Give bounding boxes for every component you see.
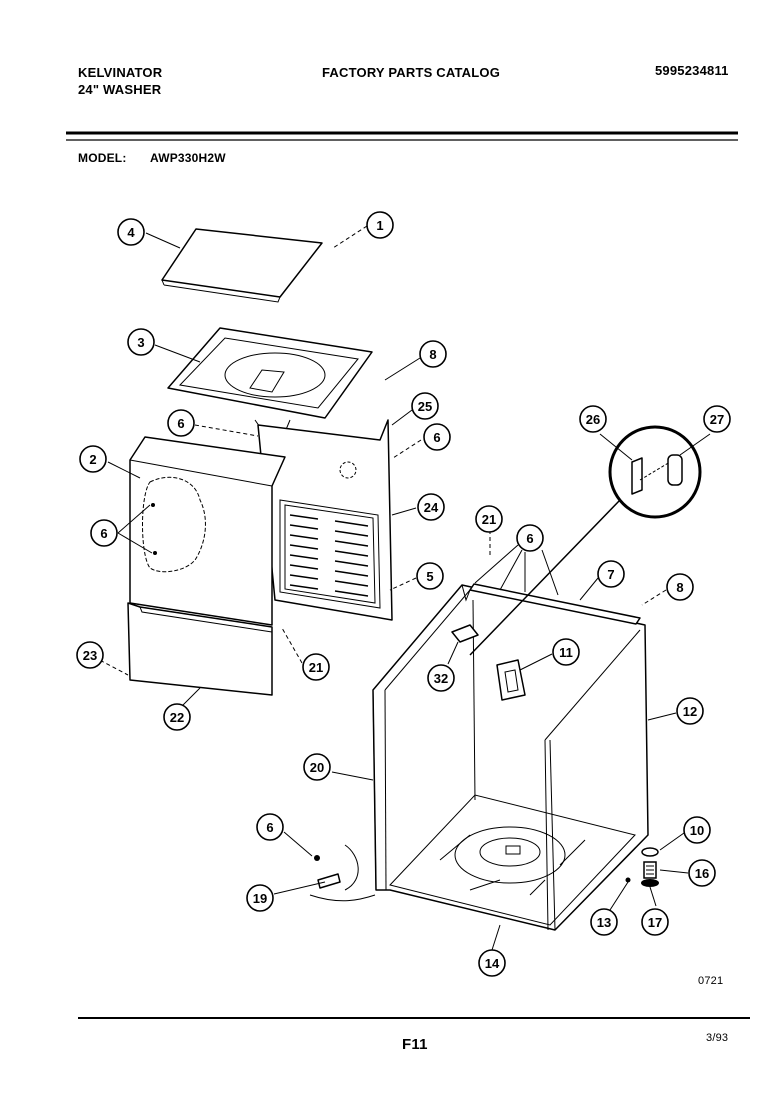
svg-text:8: 8	[429, 347, 436, 362]
callout-22: 22	[163, 703, 191, 731]
svg-text:7: 7	[607, 567, 614, 582]
lower-front-panel-part	[127, 602, 273, 696]
svg-text:25: 25	[418, 399, 432, 414]
callout-5: 5	[416, 562, 444, 590]
callout-7: 7	[597, 560, 625, 588]
svg-text:6: 6	[100, 526, 107, 541]
callout-6-e: 6	[256, 813, 284, 841]
top-rail-part	[469, 583, 641, 625]
page-code: F11	[402, 1036, 428, 1053]
svg-text:16: 16	[695, 866, 709, 881]
callout-6-a: 6	[167, 409, 195, 437]
block-part	[451, 624, 479, 643]
svg-text:11: 11	[559, 645, 573, 660]
svg-text:13: 13	[597, 915, 611, 930]
detail-inset	[469, 425, 702, 656]
svg-text:2: 2	[89, 452, 96, 467]
callout-23: 23	[76, 641, 104, 669]
cabinet-part	[372, 584, 649, 931]
model-number: AWP330H2W	[150, 151, 226, 165]
svg-text:4: 4	[127, 225, 135, 240]
callout-21-b: 21	[475, 505, 503, 533]
top-lid-part	[161, 228, 323, 303]
product-name: 24" WASHER	[78, 82, 162, 97]
svg-text:3: 3	[137, 335, 144, 350]
callout-3: 3	[127, 328, 155, 356]
svg-text:21: 21	[309, 660, 323, 675]
catalog-title: FACTORY PARTS CATALOG	[322, 65, 501, 80]
revision-date: 3/93	[706, 1032, 729, 1044]
svg-text:20: 20	[310, 760, 324, 775]
svg-text:5: 5	[426, 569, 433, 584]
brand-name: KELVINATOR	[78, 65, 163, 80]
front-panel-part	[129, 436, 286, 626]
top-frame-part	[167, 327, 373, 433]
hose-clip-part	[309, 844, 376, 902]
svg-text:6: 6	[526, 531, 533, 546]
callout-24: 24	[417, 493, 445, 521]
svg-text:10: 10	[690, 823, 704, 838]
callout-25: 25	[411, 392, 439, 420]
callout-19: 19	[246, 884, 274, 912]
svg-text:26: 26	[586, 412, 600, 427]
callout-6-c: 6	[90, 519, 118, 547]
svg-text:6: 6	[266, 820, 273, 835]
svg-text:22: 22	[170, 710, 184, 725]
callout-10: 10	[683, 816, 711, 844]
callout-6-d: 6	[516, 524, 544, 552]
svg-text:8: 8	[676, 580, 683, 595]
callout-17: 17	[641, 908, 669, 936]
callout-16: 16	[688, 859, 716, 887]
svg-text:24: 24	[424, 500, 439, 515]
leveling-leg-part	[625, 847, 659, 887]
drawing-number: 0721	[698, 975, 724, 987]
bracket-part	[496, 659, 526, 701]
callout-2: 2	[79, 445, 107, 473]
callout-13: 13	[590, 908, 618, 936]
callout-21-a: 21	[302, 653, 330, 681]
callout-6-b: 6	[423, 423, 451, 451]
back-panel-part	[257, 419, 393, 621]
svg-text:14: 14	[485, 956, 500, 971]
svg-text:6: 6	[177, 416, 184, 431]
callout-8-b: 8	[666, 573, 694, 601]
svg-text:6: 6	[433, 430, 440, 445]
callout-14: 14	[478, 949, 506, 977]
leader-lines	[93, 225, 711, 951]
callout-20: 20	[303, 753, 331, 781]
svg-text:1: 1	[376, 218, 383, 233]
svg-text:19: 19	[253, 891, 267, 906]
callout-4: 4	[117, 218, 145, 246]
callout-1: 1	[366, 211, 394, 239]
svg-text:32: 32	[434, 671, 448, 686]
callout-27: 27	[703, 405, 731, 433]
model-label: MODEL:	[78, 151, 127, 165]
callout-11: 11	[552, 638, 580, 666]
svg-text:23: 23	[83, 648, 97, 663]
callout-26: 26	[579, 405, 607, 433]
callout-bubbles: 1 2 3 4 5 6 6 6 6 6 6 7 8 8 10 11 12 13 …	[76, 211, 731, 977]
callout-32: 32	[427, 664, 455, 692]
svg-text:12: 12	[683, 704, 697, 719]
svg-text:27: 27	[710, 412, 724, 427]
svg-text:21: 21	[482, 512, 496, 527]
callout-8-a: 8	[419, 340, 447, 368]
svg-text:17: 17	[648, 915, 662, 930]
header-rules	[66, 131, 750, 1019]
catalog-number: 5995234811	[655, 63, 729, 78]
callout-12: 12	[676, 697, 704, 725]
